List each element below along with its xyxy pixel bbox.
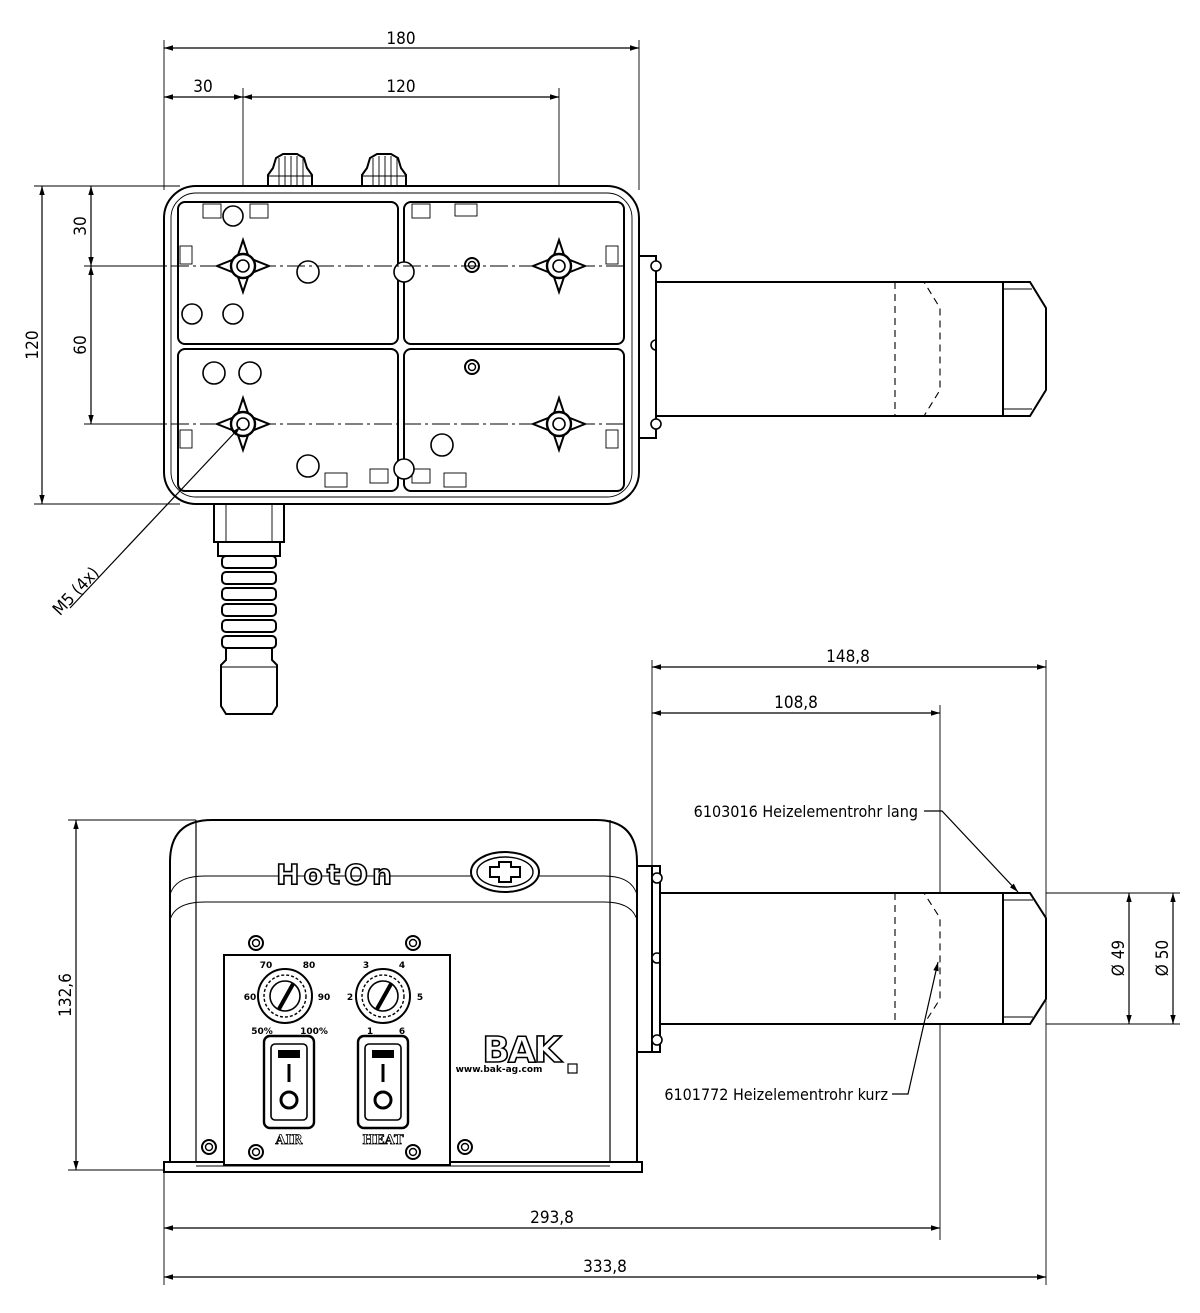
qr-mark-icon: [567, 1063, 578, 1074]
thread-callout: M5 (4x): [49, 563, 104, 619]
heater-tube-top: [638, 255, 1047, 439]
svg-text:5: 5: [417, 993, 423, 1003]
svg-text:70: 70: [260, 961, 273, 971]
dim-top-offset: 30: [71, 216, 91, 235]
svg-text:4: 4: [399, 961, 405, 971]
heater-tube-side: [635, 865, 1047, 1053]
heat-switch-label: HEAT: [362, 1133, 404, 1148]
dim-hole-spacing-y: 60: [71, 335, 91, 354]
housing-top: [84, 185, 640, 505]
dia-outer: Ø 50: [1153, 940, 1173, 976]
air-dial: 50% 60 70 80 90 100%: [244, 961, 331, 1037]
knob-heat-top: [361, 153, 407, 187]
dim-hole-spacing-x: 120: [386, 77, 415, 97]
svg-text:2: 2: [347, 993, 353, 1003]
leader-long: [924, 810, 1019, 893]
svg-text:6: 6: [399, 1027, 405, 1037]
cable-gland-top: [213, 503, 285, 715]
dim-short-tube: 108,8: [774, 693, 818, 713]
dia-inner: Ø 49: [1109, 940, 1129, 976]
leader-short: [892, 961, 939, 1095]
side-view: 148,8 108,8 132,6 293,8 333,8 Ø 49 Ø 50: [56, 647, 1180, 1285]
top-view: 180 30 120 120 30 60: [23, 29, 1047, 715]
dim-long-tube: 148,8: [826, 647, 870, 667]
svg-text:60: 60: [244, 993, 257, 1003]
svg-text:100%: 100%: [300, 1027, 328, 1037]
brand-logo-bak: BAK: [482, 1030, 562, 1071]
dim-left-offset: 30: [193, 77, 212, 97]
dim-overall-height: 120: [23, 330, 43, 359]
dim-height: 132,6: [56, 973, 76, 1017]
knob-air-top: [267, 153, 313, 187]
product-logo-hoton: HotOn: [276, 858, 396, 891]
air-switch-label: AIR: [275, 1133, 303, 1148]
heat-switch: [356, 1034, 410, 1130]
svg-text:1: 1: [367, 1027, 373, 1037]
callout-short-tube: 6101772 Heizelementrohr kurz: [664, 1085, 888, 1104]
brand-url: www.bak-ag.com: [456, 1065, 543, 1075]
dim-length-short: 293,8: [530, 1208, 574, 1228]
svg-text:3: 3: [363, 961, 369, 971]
callout-long-tube: 6103016 Heizelementrohr lang: [694, 802, 918, 821]
heat-dial: 1 2 3 4 5 6: [347, 961, 423, 1037]
plus-badge-icon: [470, 851, 540, 893]
thread-leader: [69, 426, 241, 609]
svg-text:50%: 50%: [251, 1027, 273, 1037]
svg-text:90: 90: [318, 993, 331, 1003]
air-switch: [262, 1034, 316, 1130]
svg-text:80: 80: [303, 961, 316, 971]
dim-overall-width: 180: [386, 29, 415, 49]
dim-length-long: 333,8: [583, 1257, 627, 1277]
